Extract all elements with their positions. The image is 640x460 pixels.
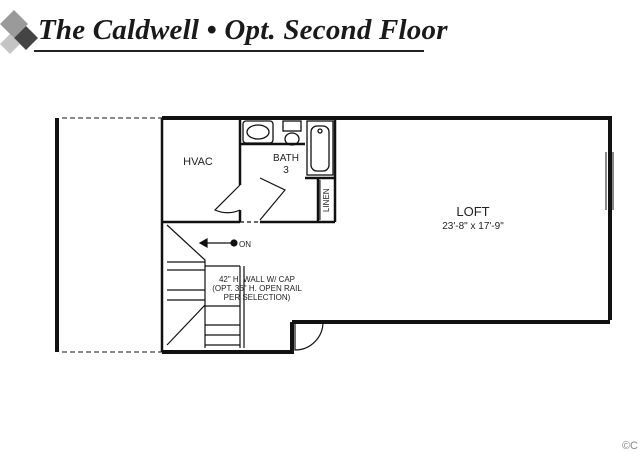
stair-arrow (198, 237, 238, 249)
wall-note-line1: 42" H. WALL W/ CAP (219, 275, 295, 284)
bath-number-label: 3 (283, 165, 289, 176)
bath-door (259, 177, 286, 221)
brand-logo (0, 10, 38, 54)
bath-fixtures (242, 120, 334, 176)
exterior-walls (55, 116, 612, 354)
copyright-text: ©C (621, 440, 638, 452)
bath-name-label: BATH (273, 153, 299, 164)
linen-label: LINEN (322, 188, 331, 212)
title-underline (34, 50, 424, 52)
loft-window (605, 152, 614, 210)
loft-door (294, 321, 324, 351)
stair-direction-label: ON (239, 240, 251, 249)
wall-note-line2: (OPT. 36" H. OPEN RAIL (212, 284, 302, 293)
wall-note-line3: PER SELECTION) (224, 293, 291, 302)
page-title: The Caldwell • Opt. Second Floor (38, 14, 448, 46)
hvac-door (213, 184, 241, 214)
loft-name-label: LOFT (456, 204, 489, 219)
interior-walls (160, 118, 337, 352)
loft-dimensions-label: 23'-8" x 17'-9" (442, 221, 504, 232)
open-to-below-area (62, 117, 162, 353)
hvac-label: HVAC (183, 156, 213, 168)
staircase (166, 224, 245, 348)
